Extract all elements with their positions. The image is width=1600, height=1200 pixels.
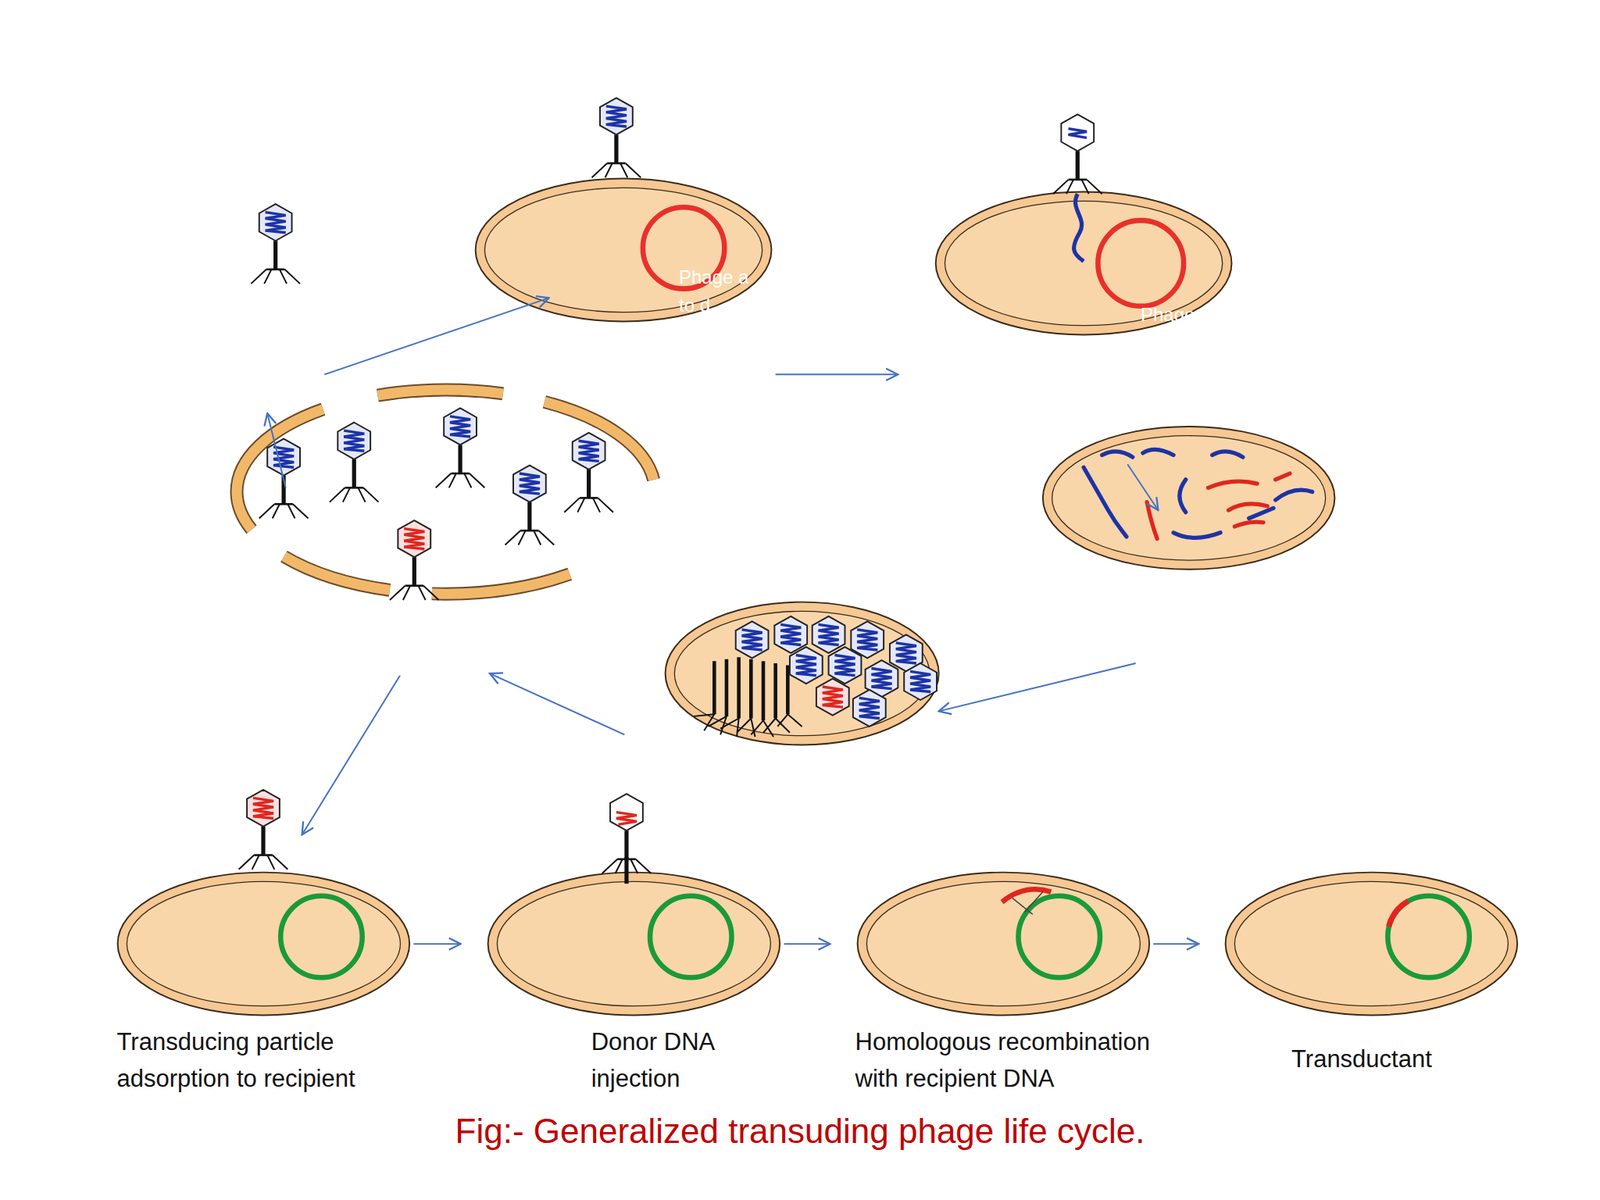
phage bbox=[592, 97, 642, 178]
phage-dna bbox=[1275, 489, 1313, 500]
donor-dna bbox=[1234, 521, 1264, 527]
donor-chromosome bbox=[642, 207, 725, 289]
recipient-chromosome bbox=[650, 896, 732, 978]
flow-arrow bbox=[939, 663, 1136, 711]
phage-tails bbox=[693, 657, 802, 737]
transducing-particle bbox=[239, 789, 289, 870]
bacterial-cell: Transducing particle adsorption to recip… bbox=[115, 870, 412, 1018]
cell-wall bbox=[935, 192, 1233, 336]
donor-dna bbox=[1207, 481, 1258, 488]
donor-dna bbox=[1275, 473, 1290, 480]
injected-dna bbox=[1074, 193, 1085, 261]
bacterial-cell: Homologous recombination with recipient … bbox=[855, 870, 1152, 1018]
recipient-chromosome bbox=[1018, 896, 1100, 978]
phage-dna bbox=[1212, 451, 1243, 458]
transducing-particle bbox=[389, 520, 440, 600]
phage-dna bbox=[1173, 532, 1221, 539]
phage-tail bbox=[1053, 150, 1103, 194]
bacterial-cell: Donor DNA injection bbox=[485, 870, 783, 1018]
tail-sheath bbox=[714, 657, 788, 721]
phage-head bbox=[903, 663, 937, 700]
crossover-lines bbox=[1012, 892, 1043, 915]
cell-wall bbox=[857, 872, 1150, 1016]
step-arrow bbox=[413, 942, 461, 945]
phage-head bbox=[774, 616, 808, 654]
flow-arrow bbox=[775, 373, 899, 375]
cell-membrane bbox=[1052, 435, 1326, 561]
cell-outline bbox=[485, 870, 783, 1018]
phage-head bbox=[812, 616, 846, 654]
step-label: Phage bbox=[1140, 303, 1195, 327]
bacterial-cell: Transductant bbox=[1223, 870, 1520, 1018]
step-arrow bbox=[783, 942, 830, 945]
donor-dna-fragments bbox=[1146, 473, 1290, 540]
phage bbox=[250, 203, 300, 284]
phage-head bbox=[735, 621, 769, 658]
cell-membrane bbox=[496, 881, 771, 1006]
tail-tube bbox=[624, 857, 629, 884]
donor-dna bbox=[1228, 503, 1268, 511]
cell-wall bbox=[1042, 426, 1336, 570]
recipient-chromosome bbox=[1387, 896, 1469, 978]
phage-tail bbox=[602, 830, 652, 874]
cell-wall bbox=[665, 602, 940, 746]
integrated-donor-dna bbox=[1389, 900, 1409, 927]
cell-outline bbox=[855, 870, 1152, 1018]
step-caption: Donor DNA injection bbox=[591, 1023, 756, 1097]
phage-dna bbox=[1083, 467, 1127, 537]
step-label: Phage a bbox=[678, 265, 749, 290]
donor-chromosome bbox=[1097, 220, 1184, 307]
cell-wall bbox=[475, 178, 772, 322]
phage-head bbox=[789, 646, 823, 684]
phage-dna bbox=[1102, 451, 1133, 458]
transducing-head bbox=[816, 678, 850, 716]
lysed-cell-wall bbox=[236, 389, 656, 594]
flow-arrow bbox=[324, 297, 549, 375]
phage-dna bbox=[1179, 479, 1186, 513]
phage-head bbox=[853, 689, 886, 727]
phage-head bbox=[1060, 114, 1094, 151]
phage bbox=[564, 432, 614, 513]
flow-arrow bbox=[489, 673, 625, 735]
lysed-cell-wall bbox=[236, 389, 656, 594]
phage bbox=[329, 422, 379, 503]
cell-membrane bbox=[484, 187, 762, 312]
cell-wall bbox=[487, 872, 780, 1016]
donor-fragment bbox=[1002, 889, 1052, 902]
step-label: to d bbox=[678, 293, 711, 318]
cell-outline bbox=[115, 870, 412, 1018]
recipient-chromosome bbox=[280, 896, 362, 978]
phage bbox=[505, 465, 555, 546]
cell-membrane bbox=[126, 881, 400, 1006]
cell-wall bbox=[1225, 872, 1518, 1016]
step-caption: Transducing particle adsorption to recip… bbox=[117, 1023, 446, 1097]
phage-dna bbox=[1249, 507, 1274, 518]
phage bbox=[435, 407, 486, 488]
cell-membrane bbox=[944, 200, 1222, 325]
step-caption: Transductant bbox=[1291, 1040, 1526, 1078]
cell-membrane bbox=[866, 881, 1140, 1006]
step-caption: Homologous recombination with recipient … bbox=[855, 1023, 1184, 1097]
phage-head bbox=[610, 793, 643, 831]
phage-dna bbox=[1142, 449, 1174, 455]
phage-dna-fragments bbox=[1083, 449, 1313, 538]
cell-outline bbox=[1223, 870, 1520, 1018]
step-arrow bbox=[1153, 942, 1199, 945]
cell-membrane bbox=[1234, 881, 1508, 1006]
cell-wall bbox=[117, 872, 410, 1016]
flow-arrow bbox=[302, 675, 400, 836]
flow-arrow bbox=[1127, 464, 1158, 511]
flow-arrow bbox=[267, 413, 286, 488]
figure-caption: Fig:- Generalized transuding phage life … bbox=[0, 1109, 1600, 1154]
tail-fibers bbox=[693, 714, 802, 737]
